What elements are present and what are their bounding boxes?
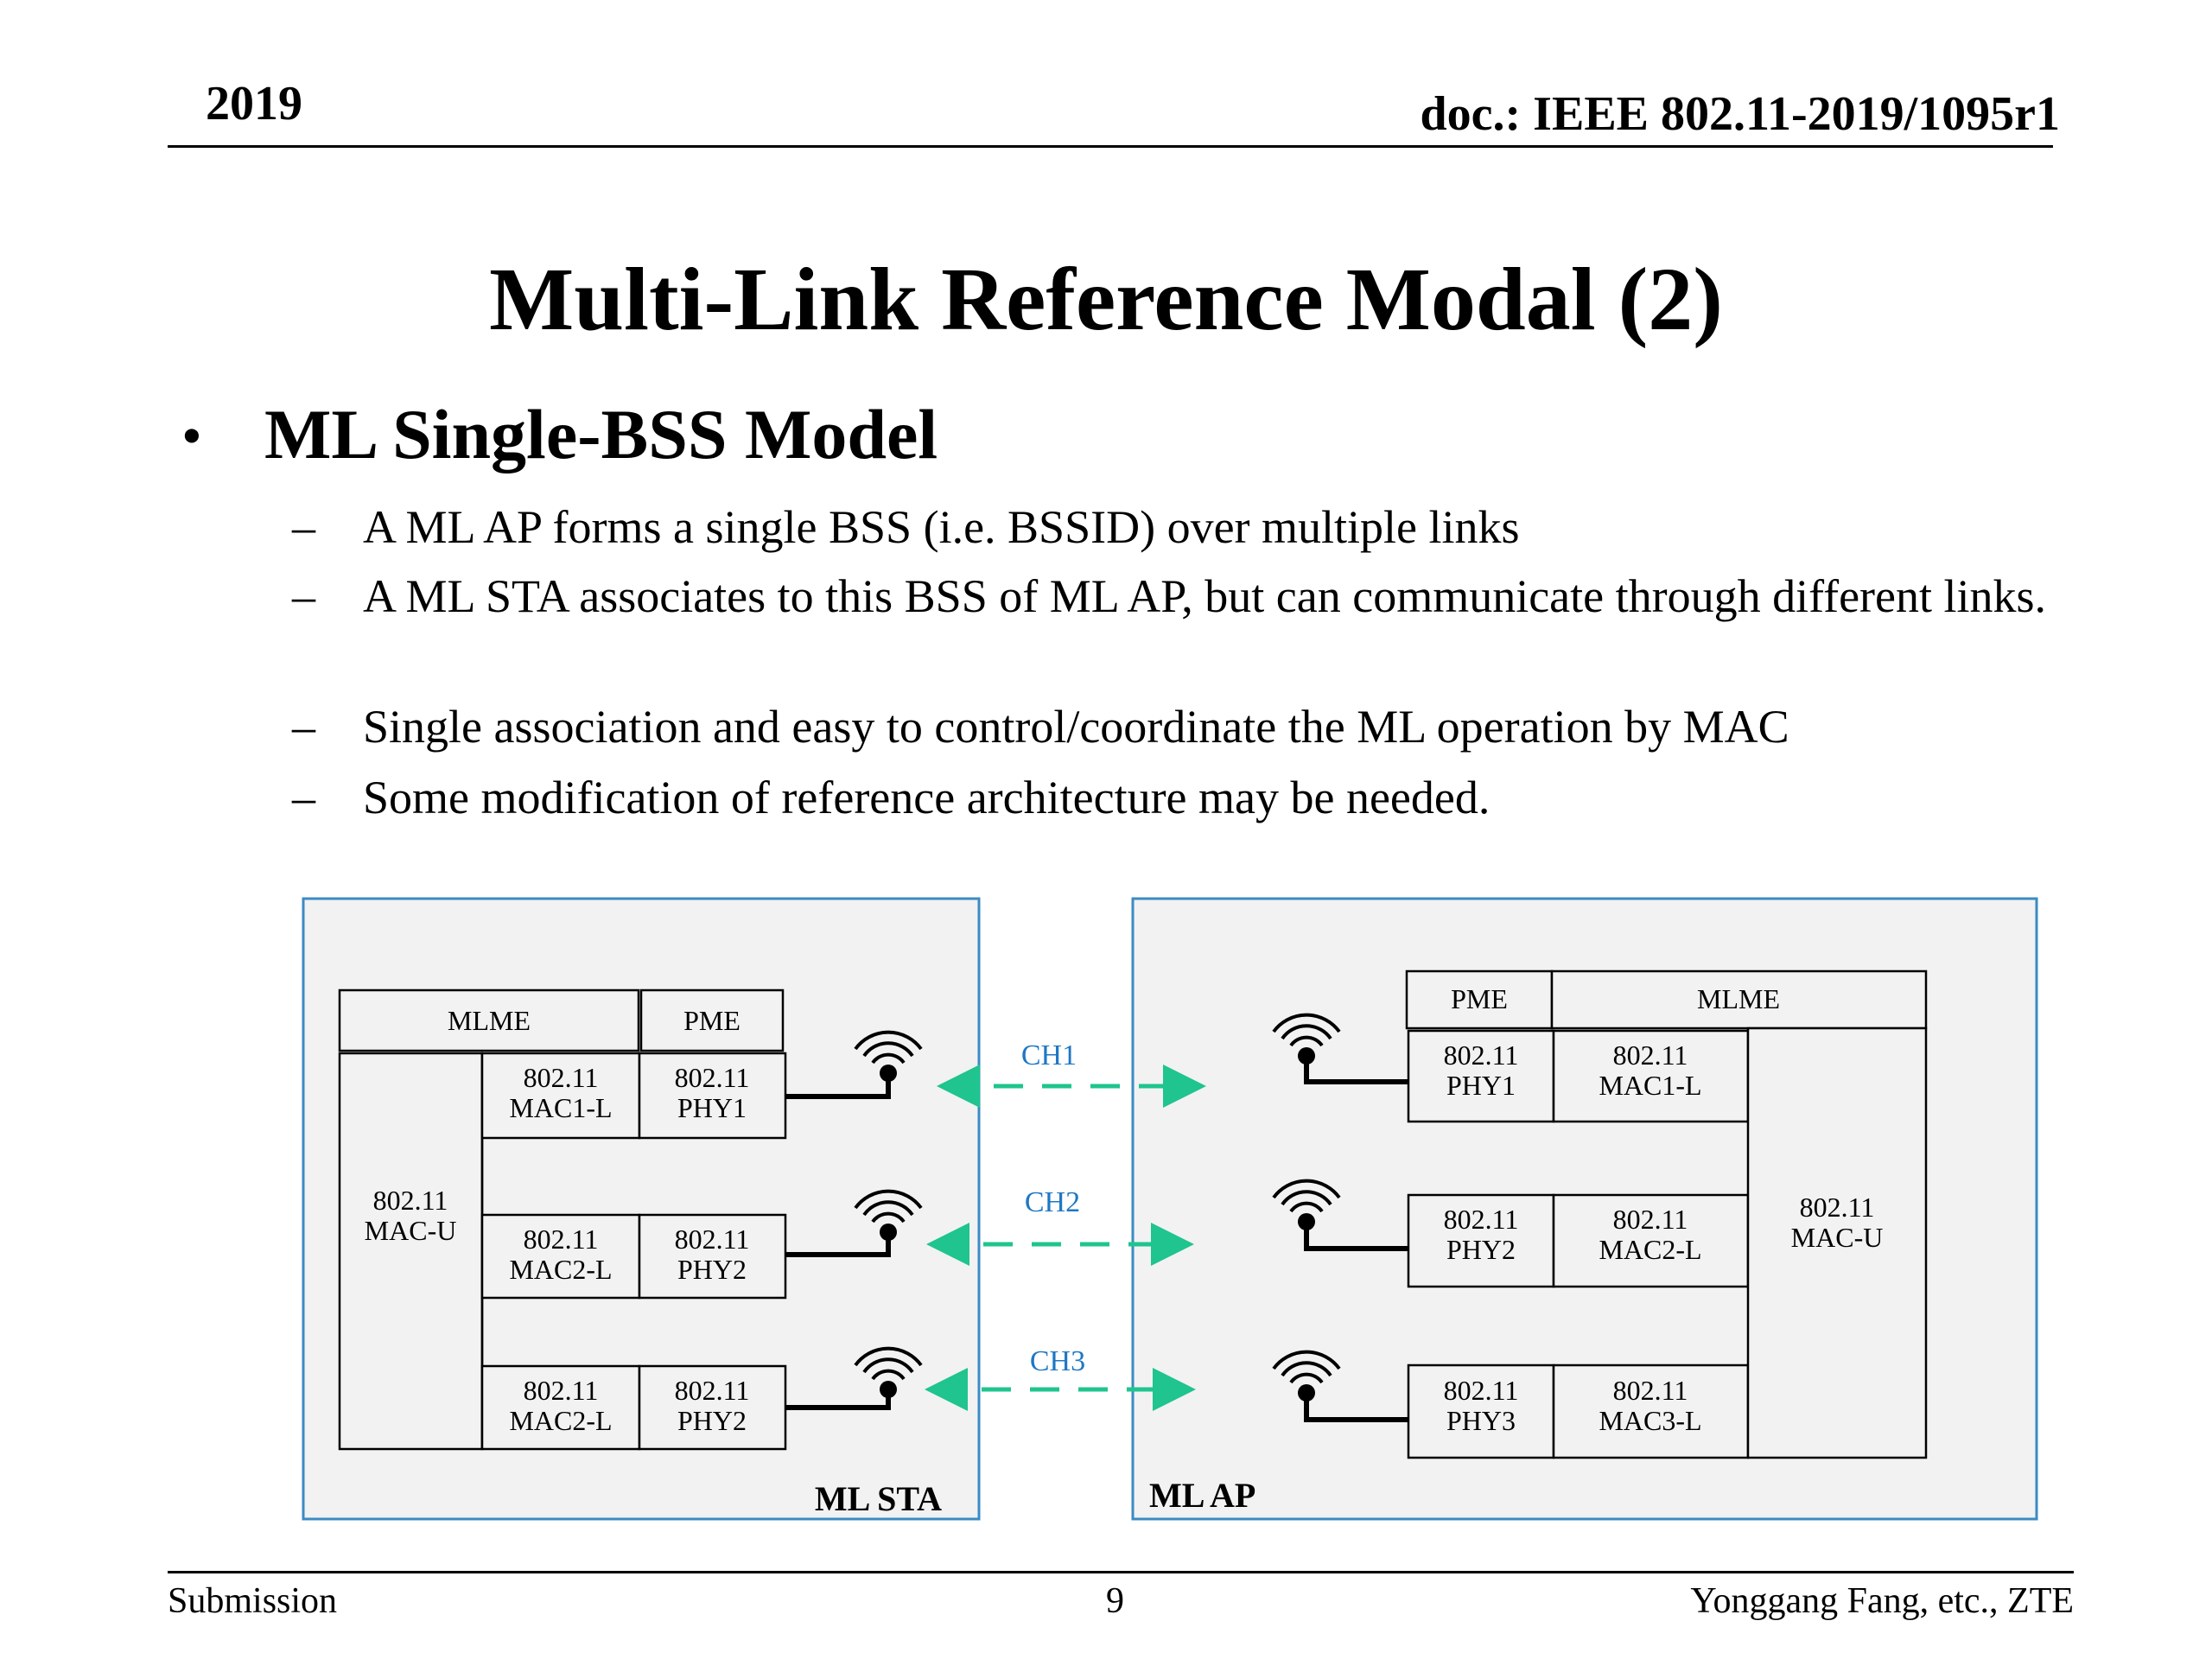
sta-antenna-icon-1 xyxy=(854,1030,923,1082)
sta-phy-3-line1: 802.11 xyxy=(675,1375,750,1406)
sta-mac-l-1-line1: 802.11 xyxy=(524,1062,599,1093)
footer-page-number: 9 xyxy=(1106,1581,1124,1621)
sta-phy-box-3 xyxy=(638,1364,787,1451)
ap-mac-l-2-line2: MAC2-L xyxy=(1599,1234,1701,1265)
ap-phy-1-line2: PHY1 xyxy=(1446,1070,1516,1101)
ap-container-label: ML AP xyxy=(1149,1476,1255,1515)
sta-mac-u-line2: MAC-U xyxy=(365,1215,457,1246)
ap-antenna-icon-3 xyxy=(1272,1350,1341,1402)
channel-label-2: CH2 xyxy=(1025,1186,1080,1218)
sta-mlme-label: MLME xyxy=(448,1005,531,1036)
sta-mac-u-box xyxy=(338,1052,484,1451)
ap-phy-box-3 xyxy=(1407,1363,1555,1459)
ap-phy-2-line1: 802.11 xyxy=(1444,1204,1519,1235)
ap-mac-l-3-line2: MAC3-L xyxy=(1599,1405,1701,1436)
sta-phy-box-2 xyxy=(638,1213,787,1300)
sta-mac-l-1-line2: MAC1-L xyxy=(509,1092,612,1123)
sta-pme-box xyxy=(639,988,785,1052)
footer-author: Yonggang Fang, etc., ZTE xyxy=(1690,1581,2074,1621)
subbullet-text: A ML AP forms a single BSS (i.e. BSSID) … xyxy=(363,501,1520,553)
sta-container-label: ML STA xyxy=(815,1479,942,1518)
ap-stack xyxy=(1405,969,1928,1459)
ap-antenna-wire-2 xyxy=(1304,1222,1408,1251)
subbullet-text: A ML STA associates to this BSS of ML AP… xyxy=(363,570,2047,622)
sta-antenna-icon-2 xyxy=(854,1189,923,1241)
sta-mac-l-2-line1: 802.11 xyxy=(524,1224,599,1255)
ap-mac-l-2-line1: 802.11 xyxy=(1613,1204,1688,1235)
subbullet-dash: – xyxy=(292,501,315,553)
ap-mac-u-line2: MAC-U xyxy=(1791,1222,1884,1253)
ap-pme-box xyxy=(1405,969,1554,1030)
subbullet-dash: – xyxy=(292,570,315,622)
ap-phy-box-2 xyxy=(1407,1193,1555,1288)
header-year: 2019 xyxy=(206,77,302,130)
bullet-marker: • xyxy=(181,403,202,468)
sta-phy-2-line2: PHY2 xyxy=(677,1254,747,1285)
channel-label-1: CH1 xyxy=(1021,1039,1077,1071)
footer-submission: Submission xyxy=(168,1581,338,1621)
sta-mac-l-box-3 xyxy=(480,1364,641,1451)
ap-mac-l-1-line1: 802.11 xyxy=(1613,1039,1688,1071)
ap-mac-l-3-line1: 802.11 xyxy=(1613,1375,1688,1406)
sta-mac-l-box-2 xyxy=(480,1213,641,1300)
sta-phy-1-line2: PHY1 xyxy=(677,1092,747,1123)
ap-phy-box-1 xyxy=(1407,1029,1555,1123)
sta-mac-l-2-line2: MAC2-L xyxy=(509,1254,612,1285)
ap-mac-l-box-1 xyxy=(1552,1029,1750,1123)
ap-mac-l-box-2 xyxy=(1552,1193,1750,1288)
subbullet-dash: – xyxy=(292,772,315,823)
subbullet-text: Single association and easy to control/c… xyxy=(363,701,1789,753)
ap-mac-l-1-line2: MAC1-L xyxy=(1599,1070,1701,1101)
ap-mlme-label: MLME xyxy=(1697,983,1780,1014)
subbullet-dash: – xyxy=(292,701,315,753)
bullet-heading: ML Single-BSS Model xyxy=(264,395,938,474)
ap-phy-1-line1: 802.11 xyxy=(1444,1039,1519,1071)
footer-rule xyxy=(168,1571,2074,1573)
sta-phy-3-line2: PHY2 xyxy=(677,1405,747,1436)
channel-label-3: CH3 xyxy=(1030,1345,1085,1377)
sta-pme-label: PME xyxy=(683,1005,741,1036)
ap-antenna-wire-3 xyxy=(1304,1393,1408,1422)
header-doc-id: doc.: IEEE 802.11-2019/1095r1 xyxy=(1420,87,2060,141)
sta-phy-2-line1: 802.11 xyxy=(675,1224,750,1255)
ap-phy-3-line1: 802.11 xyxy=(1444,1375,1519,1406)
ap-mac-u-box xyxy=(1746,1027,1928,1459)
sta-mac-l-3-line1: 802.11 xyxy=(524,1375,599,1406)
ap-mlme-box xyxy=(1550,969,1928,1030)
ap-phy-2-line2: PHY2 xyxy=(1446,1234,1516,1265)
sta-mac-l-3-line2: MAC2-L xyxy=(509,1405,612,1436)
ap-mac-u-line1: 802.11 xyxy=(1800,1192,1875,1223)
sta-antenna-icon-3 xyxy=(854,1346,923,1398)
ap-mac-l-box-3 xyxy=(1552,1363,1750,1459)
sta-stack xyxy=(338,988,787,1451)
header-rule xyxy=(168,145,2053,148)
slide-title: Multi-Link Reference Modal (2) xyxy=(489,250,1723,349)
sta-phy-box-1 xyxy=(638,1052,787,1140)
ap-pme-label: PME xyxy=(1451,983,1508,1014)
ap-antenna-icon-1 xyxy=(1272,1013,1341,1065)
ap-antenna-icon-2 xyxy=(1272,1179,1341,1230)
sta-phy-1-line1: 802.11 xyxy=(675,1062,750,1093)
subbullet-text: Some modification of reference architect… xyxy=(363,772,1491,823)
ap-phy-3-line2: PHY3 xyxy=(1446,1405,1516,1436)
sta-mlme-box xyxy=(338,988,640,1052)
sta-mac-u-line1: 802.11 xyxy=(373,1185,448,1216)
